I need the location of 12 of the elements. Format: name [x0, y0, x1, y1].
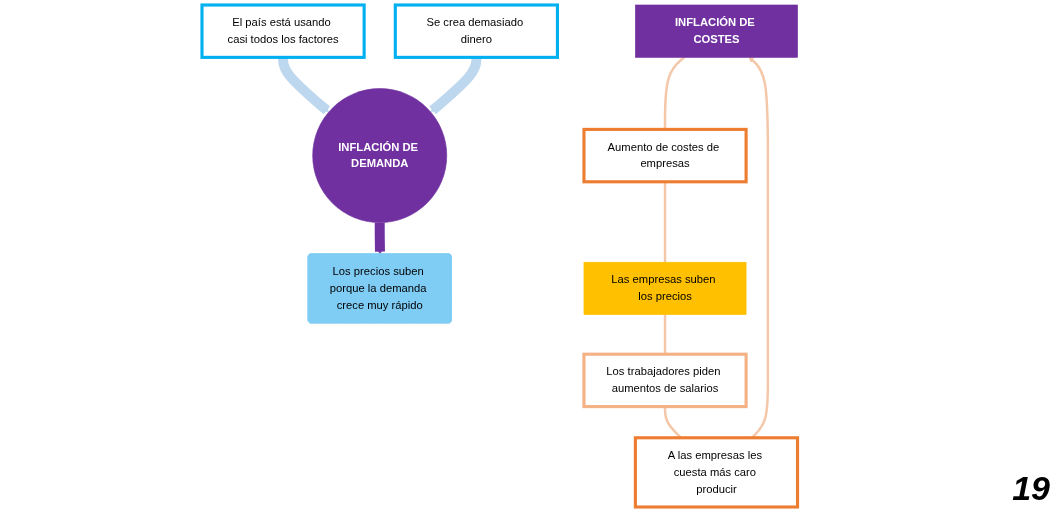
connector: [664, 314, 667, 355]
node-box: Se crea demasiado dinero: [394, 3, 560, 59]
node-box: Las empresas suben los precios: [583, 261, 747, 315]
node-box: Los trabajadores piden aumentos de salarios: [582, 352, 748, 409]
connector: [664, 56, 686, 130]
page-number: 19: [1012, 469, 1050, 508]
node-box: El país está usando casi todos los factores: [200, 3, 366, 59]
node-box: INFLACIÓN DE COSTES: [635, 4, 799, 58]
node-box: Aumento de costes de empresas: [582, 127, 748, 184]
connector: [664, 181, 667, 263]
node-circle: INFLACIÓN DE DEMANDA: [312, 88, 448, 223]
node-box: A las empresas les cuesta más caro producir: [634, 436, 800, 509]
